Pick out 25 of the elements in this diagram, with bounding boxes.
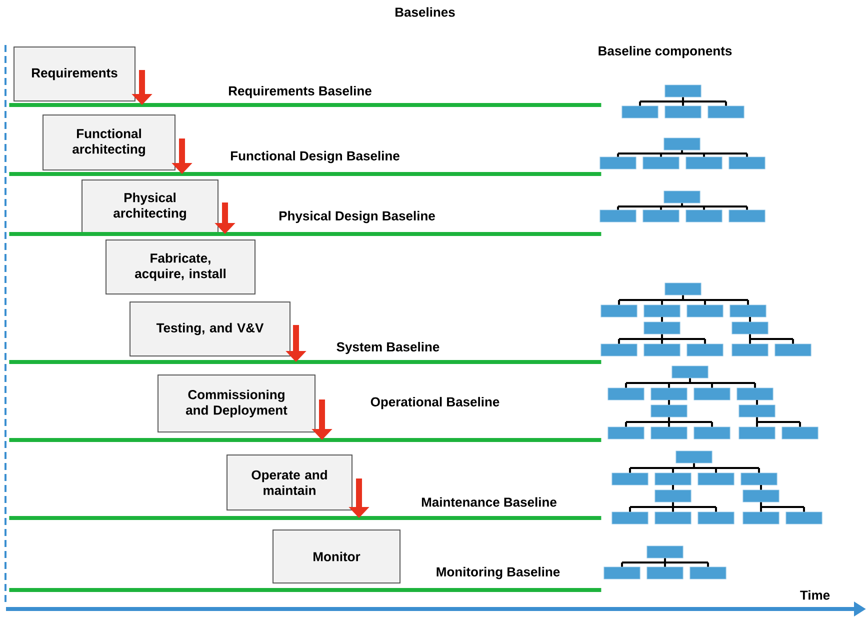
baseline-bar (9, 172, 602, 176)
baseline-label: Physical Design Baseline (279, 210, 435, 224)
baseline-label: Monitoring Baseline (436, 566, 560, 580)
process-box: Functional architecting (42, 114, 176, 170)
baseline-bar (9, 232, 602, 236)
baseline-bar (9, 438, 602, 442)
baseline-label: System Baseline (336, 342, 440, 354)
baseline-label: Operational Baseline (370, 396, 500, 410)
baseline-label: Maintenance Baseline (422, 497, 556, 507)
heading: Baseline components (598, 46, 732, 58)
baseline-bar (9, 516, 602, 520)
process-box: Fabricate, acquire, install (106, 240, 256, 294)
baseline-label: Requirements Baseline (228, 86, 372, 98)
process-box: Operate and maintain (226, 454, 352, 510)
baseline-bar (9, 103, 602, 107)
baseline-bar (9, 360, 602, 364)
heading: Baselines (396, 7, 455, 17)
process-box: Requirements (14, 46, 136, 102)
process-box: Commissioning and Deployment (158, 374, 316, 432)
heading: Time (800, 590, 830, 600)
process-box: Testing, and V&V (130, 302, 290, 356)
baseline-label: Functional Design Baseline (231, 150, 400, 164)
process-box: Physical architecting (82, 180, 218, 234)
baseline-bar (9, 588, 602, 592)
process-box: Monitor (272, 530, 400, 584)
